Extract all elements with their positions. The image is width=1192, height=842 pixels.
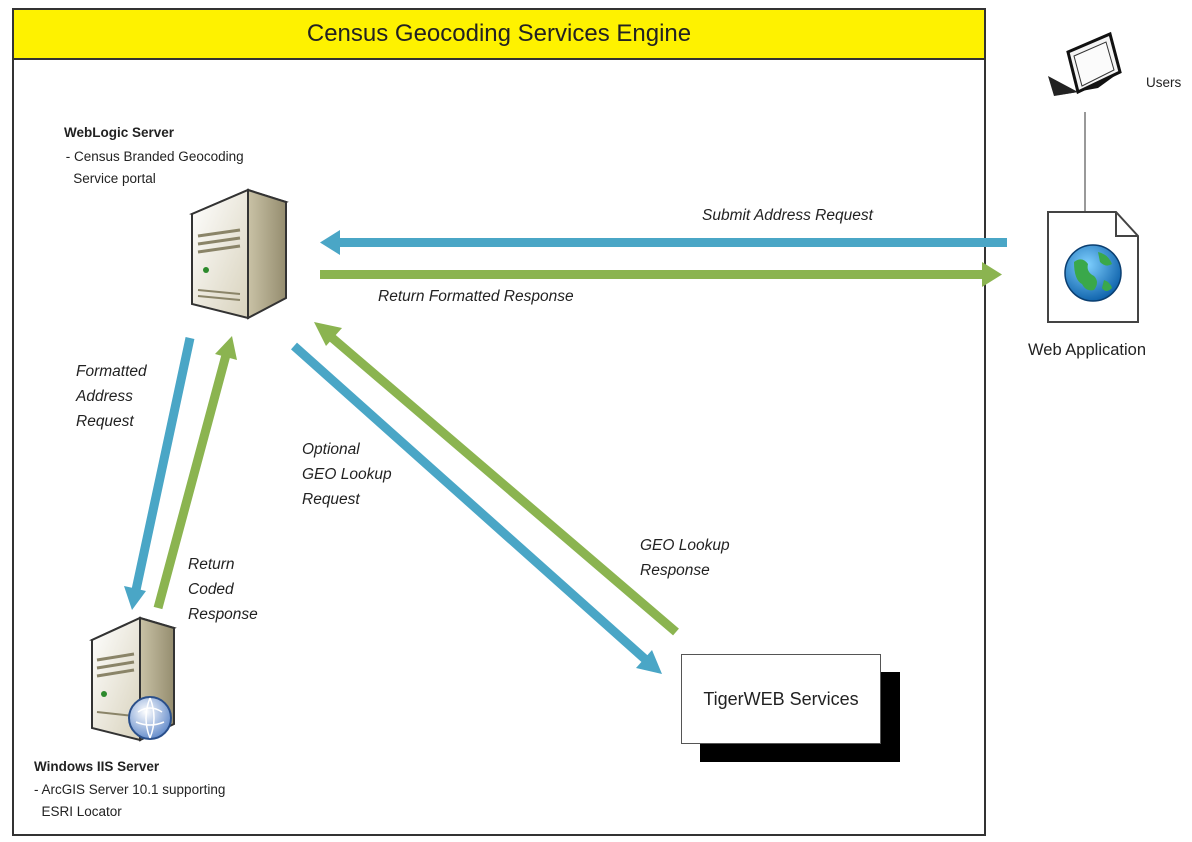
web-document-icon	[1047, 211, 1139, 323]
geo-request-label-3: Request	[302, 491, 360, 508]
iis-server-desc-2: ESRI Locator	[34, 804, 122, 819]
geo-response-arrow	[314, 322, 679, 636]
weblogic-server-desc-1: - Census Branded Geocoding	[62, 149, 244, 164]
globe-badge-icon	[128, 696, 172, 740]
geo-request-label-2: GEO Lookup	[302, 466, 392, 483]
globe-icon	[1064, 244, 1122, 302]
users-label: Users	[1146, 75, 1182, 90]
submit-address-label: Submit Address Request	[702, 207, 873, 224]
geo-request-arrow	[291, 342, 662, 674]
geo-response-label-1: GEO Lookup	[640, 537, 730, 554]
tigerweb-services-label: TigerWEB Services	[703, 688, 859, 709]
laptop-icon	[1048, 31, 1122, 96]
formatted-request-label-3: Request	[76, 413, 134, 430]
web-application-label: Web Application	[1028, 341, 1147, 359]
engine-title: Census Geocoding Services Engine	[12, 8, 986, 60]
formatted-request-label-1: Formatted	[76, 363, 147, 380]
geo-request-label-1: Optional	[302, 441, 360, 458]
return-formatted-arrow	[320, 262, 1002, 287]
return-coded-label-1: Return	[188, 556, 235, 573]
weblogic-server-title: WebLogic Server	[64, 125, 175, 140]
weblogic-server-icon	[189, 188, 289, 320]
submit-address-arrow	[320, 230, 1007, 255]
return-formatted-label: Return Formatted Response	[378, 288, 574, 305]
geo-response-label-2: Response	[640, 562, 710, 579]
formatted-request-arrow	[124, 337, 195, 610]
iis-server-icon	[89, 616, 177, 742]
formatted-request-label-2: Address	[76, 388, 133, 405]
return-coded-label-3: Response	[188, 606, 258, 623]
iis-server-title: Windows IIS Server	[34, 759, 160, 774]
weblogic-server-desc-2: Service portal	[62, 171, 156, 186]
iis-server-desc-1: - ArcGIS Server 10.1 supporting	[34, 782, 226, 797]
return-coded-label-2: Coded	[188, 581, 234, 598]
tigerweb-services-box: TigerWEB Services	[681, 654, 881, 744]
return-coded-arrow	[153, 336, 237, 610]
